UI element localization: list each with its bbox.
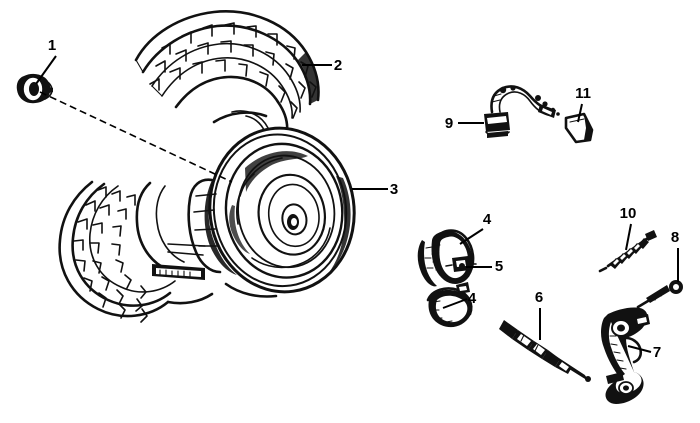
- callout-labels: 1 2 3 4 5 4 6 7 8 9 10 11: [48, 37, 679, 361]
- part-speedometer-cable-cap: [564, 112, 594, 144]
- callout-label-2: 2: [334, 57, 342, 74]
- part-speedometer-gear-housing: [484, 85, 560, 138]
- part-wheel-hub: [187, 111, 356, 298]
- callout-label-4-upper: 4: [483, 211, 492, 228]
- callout-label-7: 7: [653, 344, 661, 361]
- leader-7: [627, 345, 652, 353]
- part-tire-lower: [58, 180, 214, 323]
- leader-4a: [459, 228, 484, 245]
- leader-1: [35, 55, 57, 85]
- tire-sidewall-marking: [152, 264, 205, 280]
- callout-label-10: 10: [620, 205, 637, 222]
- callout-label-11: 11: [575, 85, 591, 102]
- part-axle-nut: [16, 73, 53, 104]
- leader-4b: [442, 298, 468, 309]
- part-brake-shoe-spring: [445, 256, 477, 272]
- callout-label-6: 6: [535, 289, 543, 306]
- part-brake-arm-panel: [601, 307, 650, 404]
- leader-10: [625, 223, 632, 251]
- callout-label-9: 9: [445, 115, 453, 132]
- callout-label-3: 3: [390, 181, 398, 198]
- part-brake-arm-bolt: [636, 280, 683, 309]
- axle-alignment-line: [39, 91, 233, 183]
- leader-11: [577, 103, 583, 123]
- callout-label-5: 5: [495, 258, 503, 275]
- callout-label-4-lower: 4: [468, 290, 477, 307]
- part-brake-return-spring: [598, 230, 657, 273]
- part-brake-cam-shaft: [499, 320, 591, 382]
- callout-label-1: 1: [48, 37, 56, 54]
- callout-label-8: 8: [671, 229, 679, 246]
- leader-lines: [35, 55, 679, 353]
